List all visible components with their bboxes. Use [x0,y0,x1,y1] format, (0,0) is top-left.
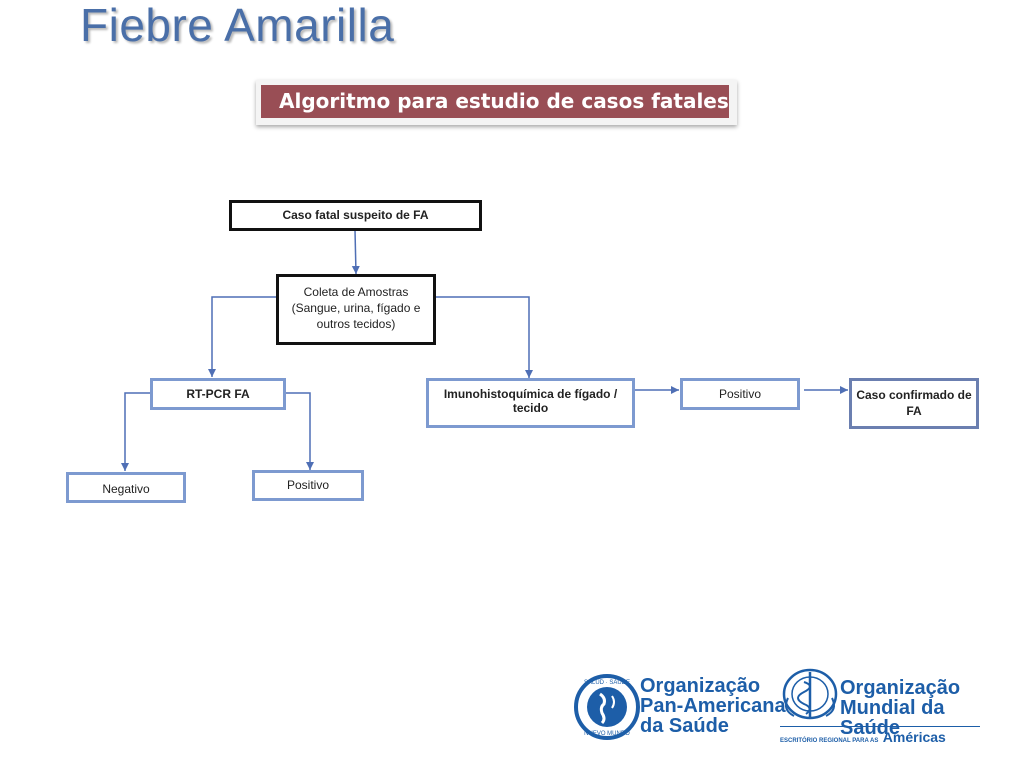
oms-region-name: Américas [882,729,946,745]
node-positivo-rtpcr: Positivo [252,470,364,501]
oms-small: ESCRITÓRIO REGIONAL PARA AS [780,738,879,744]
oms-line1: Organização [840,677,961,699]
subtitle-text: Algoritmo para estudio de casos fatales [261,85,729,118]
opas-text: Organização Pan-Americana da Saúde [640,676,786,736]
node-negativo-label: Negativo [102,482,150,496]
subtitle-banner: Algoritmo para estudio de casos fatales [256,80,737,125]
connector-coleta-to-rtpcr [208,296,277,377]
node-positivo-rtpcr-label: Positivo [286,478,330,492]
slide-title: Fiebre Amarilla [80,0,395,51]
opas-line3: da Saúde [640,715,729,737]
node-caso-confirmado-label: Caso confirmado de FA [856,388,972,418]
node-negativo: Negativo [66,472,186,503]
connector-caso-to-coleta [351,229,360,275]
opas-seal-bottom: NUEVO MUNDO [584,731,630,737]
oms-emblem-icon [782,668,838,720]
node-imunohistoquimica: Imunohistoquímica de fígado / tecido [426,378,635,428]
node-rtpcr: RT-PCR FA [150,378,286,410]
opas-seal-top: SALUD · SAÚDE [584,679,630,686]
opas-line1: Organização [640,675,761,697]
node-positivo-imuno: Positivo [680,378,800,410]
node-caso-fatal: Caso fatal suspeito de FA [229,200,482,231]
opas-seal-icon: SALUD · SAÚDE NUEVO MUNDO [574,674,640,740]
node-coleta-label: Coleta de Amostras (Sangue, urina, fígad… [291,285,421,331]
node-rtpcr-label: RT-PCR FA [186,387,250,401]
node-coleta: Coleta de Amostras (Sangue, urina, fígad… [276,274,436,345]
opas-line2: Pan-Americana [640,695,786,717]
node-caso-confirmado: Caso confirmado de FA [849,378,979,429]
oms-text: Organização Mundial da Saúde [840,678,982,738]
node-positivo-imuno-label: Positivo [718,387,762,401]
connector-coleta-to-imuno [436,296,533,378]
connector-rtpcr-to-positivo [285,392,314,470]
node-caso-fatal-label: Caso fatal suspeito de FA [282,208,429,222]
logos-footer: SALUD · SAÚDE NUEVO MUNDO Organização Pa… [572,668,982,747]
oms-line2: Mundial da Saúde [840,697,945,739]
connector-rtpcr-to-negativo [121,392,151,471]
node-imuno-label: Imunohistoquímica de fígado / tecido [443,387,618,415]
oms-region: ESCRITÓRIO REGIONAL PARA AS Américas [780,726,980,747]
